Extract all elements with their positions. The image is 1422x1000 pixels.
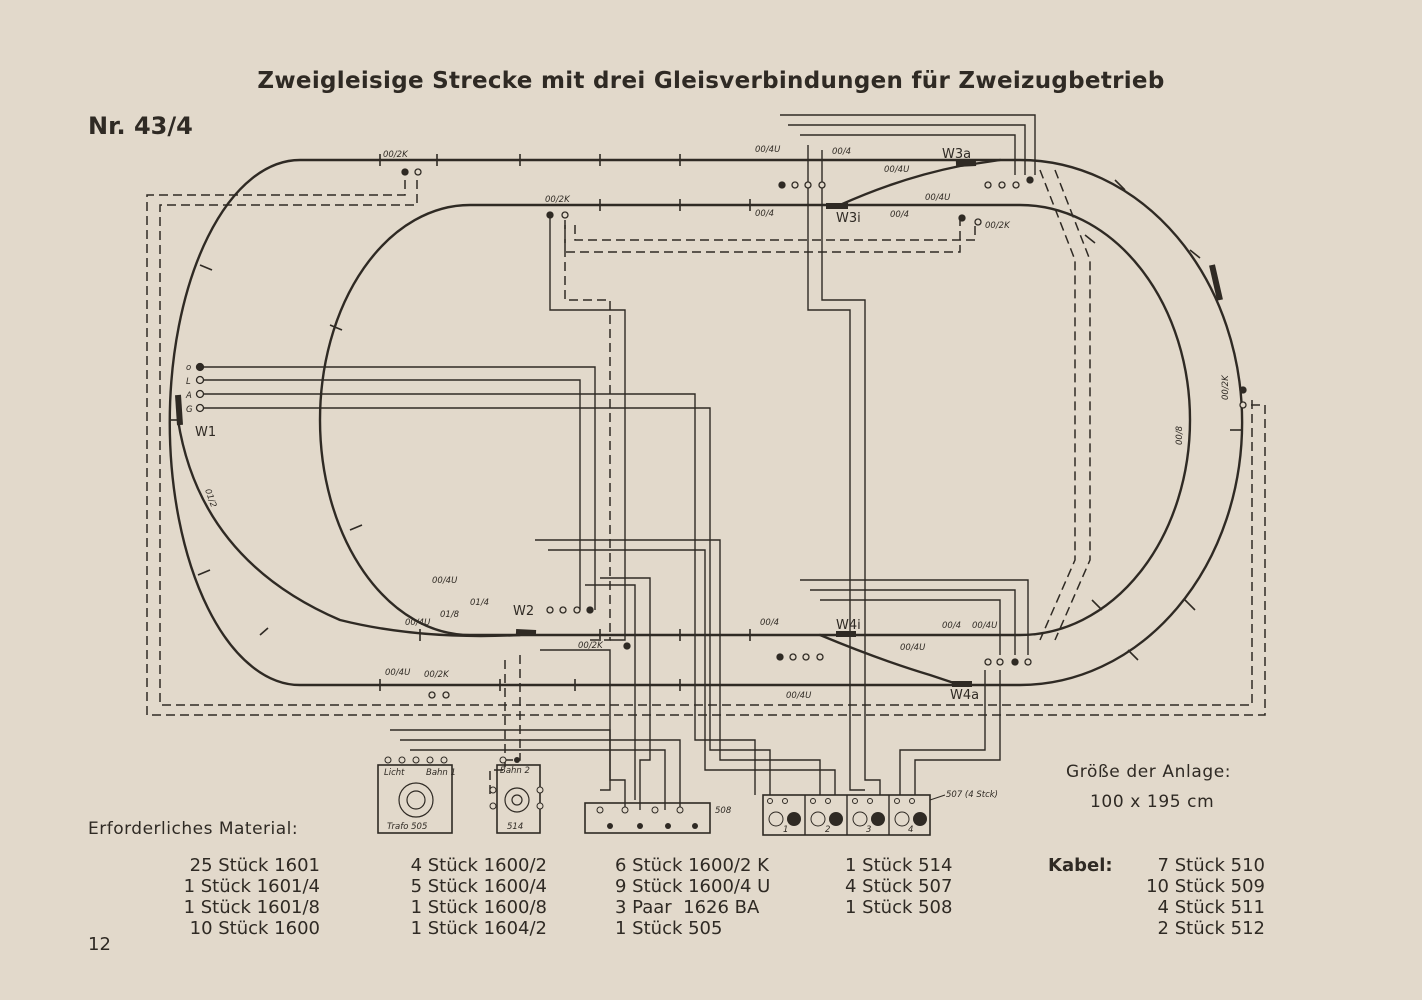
material-label: Erforderliches Material: [88,819,299,839]
label-pin-l: L [186,377,191,387]
page-number: 12 [88,934,111,955]
material-item: 10 Stück 1600 [189,918,320,939]
label-pin-g: G [186,405,193,415]
material-item: 9 Stück 1600/4 U [615,876,771,897]
material-item: 4 Stück 507 [845,876,953,897]
label-track-n: 00/2K [578,641,604,651]
material-item: 25 Stück 1601 [189,855,320,876]
label-track-d: 00/4 [832,147,851,157]
distributor-508 [584,802,711,834]
cable-column: 7 Stück 510 10 Stück 509 4 Stück 511 2 S… [1120,855,1265,939]
label-track-m: 01/8 [440,610,460,620]
label-track-u: 00/4U [786,691,812,701]
label-track-w: 00/2K [1221,374,1231,400]
label-w1: W1 [195,425,216,440]
cable-item: 4 Stück 511 [1157,897,1265,918]
label-507: 507 (4 Stck) [946,790,998,800]
label-w4i: W4i [836,618,861,633]
material-item: 1 Stück 1601/8 [183,897,320,918]
label-w4a: W4a [950,688,979,703]
label-w3a: W3a [942,147,971,162]
label-track-r: 00/4U [900,643,926,653]
label-panel-1: 1 [783,825,788,835]
label-track-p: 00/4 [942,621,961,631]
label-track-a: 00/2K [383,150,409,160]
material-item: 4 Stück 1600/2 [410,855,547,876]
label-514: 514 [507,822,523,832]
material-item: 1 Stück 508 [845,897,953,918]
cable-label: Kabel: [1048,855,1113,876]
label-track-s: 00/4U [385,668,411,678]
material-item: 5 Stück 1600/4 [410,876,547,897]
label-track-t: 00/2K [424,670,450,680]
material-item: 1 Stück 505 [615,918,723,939]
label-w2: W2 [513,604,534,619]
material-item: 6 Stück 1600/2 K [615,855,769,876]
label-track-v: 01/2 [202,488,218,509]
label-track-g: 00/4 [755,209,774,219]
label-trafo: Trafo 505 [387,822,427,832]
material-column-4: 1 Stück 514 4 Stück 507 1 Stück 508 [845,855,985,918]
material-item: 3 Paar 1626 BA [615,897,760,918]
inner-track [318,203,1192,637]
label-track-o: 00/4 [760,618,779,628]
label-track-f: 00/4U [925,193,951,203]
label-track-b: 00/2K [545,195,571,205]
material-item: 1 Stück 514 [845,855,953,876]
label-bahn1: Bahn 1 [426,768,456,778]
label-panel-2: 2 [825,825,830,835]
label-track-l: 01/4 [470,598,489,608]
label-track-c: 00/4U [755,145,781,155]
size-label: Größe der Anlage: [1066,762,1232,782]
label-508: 508 [715,806,732,816]
label-pin-o: o [186,363,191,373]
page-title: Zweigleisige Strecke mit drei Gleisverbi… [257,68,1165,94]
cable-item: 10 Stück 509 [1146,876,1265,897]
crossover-w4 [818,633,962,687]
label-track-x: 00/8 [1175,425,1185,445]
label-bahn2: Bahn 2 [500,766,530,776]
material-item: 1 Stück 1601/4 [183,876,320,897]
label-panel-3: 3 [866,825,871,835]
label-panel-4: 4 [908,825,913,835]
label-track-j: 00/4U [405,618,431,628]
material-column-1: 25 Stück 1601 1 Stück 1601/4 1 Stück 160… [170,855,320,939]
crossover-w3 [838,158,1002,207]
switch-panels-507 [762,794,946,836]
cable-item: 7 Stück 510 [1157,855,1265,876]
crossover-w1 [176,418,522,638]
label-licht: Licht [384,768,405,778]
material-item: 1 Stück 1604/2 [410,918,547,939]
label-pin-a: A [185,391,192,401]
label-track-q: 00/4U [972,621,998,631]
label-track-h: 00/4 [890,210,909,220]
material-column-2: 4 Stück 1600/2 5 Stück 1600/4 1 Stück 16… [385,855,547,939]
size-value: 100 x 195 cm [1090,792,1215,812]
label-track-i: 00/2K [985,221,1011,231]
plan-number: Nr. 43/4 [88,112,193,140]
material-item: 1 Stück 1600/8 [410,897,547,918]
cable-item: 2 Stück 512 [1157,918,1265,939]
label-w3i: W3i [836,211,861,226]
label-track-k: 00/4U [432,576,458,586]
transformer-505 [377,756,453,834]
control-514 [489,756,544,834]
material-column-3: 6 Stück 1600/2 K 9 Stück 1600/4 U 3 Paar… [615,855,815,939]
outer-track [168,158,1244,687]
label-track-e: 00/4U [884,165,910,175]
